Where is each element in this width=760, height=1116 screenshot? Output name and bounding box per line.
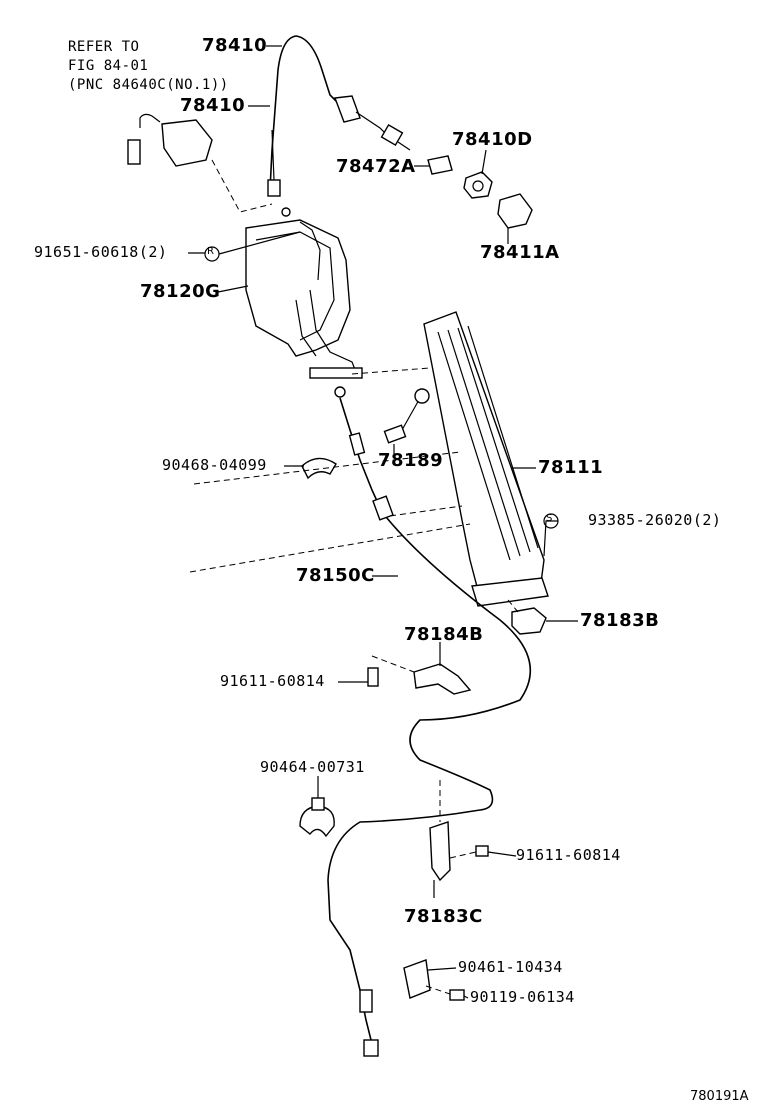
part-90119-label[interactable]: 90119-06134 (470, 988, 575, 1006)
accelerator-cable-78150c (327, 397, 532, 1045)
clip-78472a (427, 155, 453, 175)
part-78472a-label[interactable]: 78472A (336, 156, 416, 177)
part-78410d-label[interactable]: 78410D (452, 129, 533, 150)
stop-lamp-switch (161, 119, 213, 167)
part-78189-label[interactable]: 78189 (378, 450, 444, 471)
part-91611-b-label[interactable]: 91611-60814 (516, 846, 621, 864)
part-78184b-label[interactable]: 78184B (404, 624, 484, 645)
r-mark: R (207, 246, 214, 257)
sensor-connector (127, 139, 141, 165)
part-78120g-label[interactable]: 78120G (140, 281, 221, 302)
part-78411a-label[interactable]: 78411A (480, 242, 560, 263)
bolt-91611-a (367, 667, 379, 687)
part-78410-mid-label[interactable]: 78410 (180, 95, 246, 116)
clip-90468 (301, 457, 337, 480)
part-91611-a-label[interactable]: 91611-60814 (220, 672, 325, 690)
part-78111-label[interactable]: 78111 (538, 457, 604, 478)
bolt-91611-b (475, 845, 489, 857)
bracket-78183b (511, 607, 547, 635)
knob-78411a (497, 193, 533, 229)
bolt-90119 (449, 989, 465, 1001)
part-91651-label[interactable]: 91651-60618(2) (34, 243, 168, 261)
upper-cable-78410 (269, 35, 346, 191)
clamp-90461 (403, 959, 431, 999)
cable-end-sleeve (334, 95, 361, 123)
reference-note-line1: REFER TO (68, 39, 140, 55)
cable-end-fitting (380, 123, 404, 147)
part-78410-top-label[interactable]: 78410 (202, 35, 268, 56)
part-90464-label[interactable]: 90464-00731 (260, 758, 365, 776)
bracket-78183c (429, 821, 451, 882)
part-78183b-label[interactable]: 78183B (580, 610, 660, 631)
part-90468-label[interactable]: 90468-04099 (162, 456, 267, 474)
figure-code: 780191A (690, 1089, 749, 1104)
part-90461-label[interactable]: 90461-10434 (458, 958, 563, 976)
part-93385-label[interactable]: 93385-26020(2) (588, 511, 722, 529)
part-78183c-label[interactable]: 78183C (404, 906, 483, 927)
cable-end-bottom (363, 1039, 379, 1057)
s-mark: S (546, 513, 553, 524)
pedal-shaft (309, 367, 363, 379)
reference-note-line2: FIG 84-01 (68, 58, 149, 74)
rod-78189 (383, 424, 407, 444)
nut-78410d (463, 171, 493, 199)
clamp-90464 (299, 805, 335, 838)
reference-note-line3: (PNC 84640C(NO.1)) (68, 77, 229, 93)
part-78150c-label[interactable]: 78150C (296, 565, 375, 586)
bracket-78184b (413, 663, 472, 695)
bracket-78120g (245, 219, 351, 357)
pedal-base (471, 577, 549, 607)
